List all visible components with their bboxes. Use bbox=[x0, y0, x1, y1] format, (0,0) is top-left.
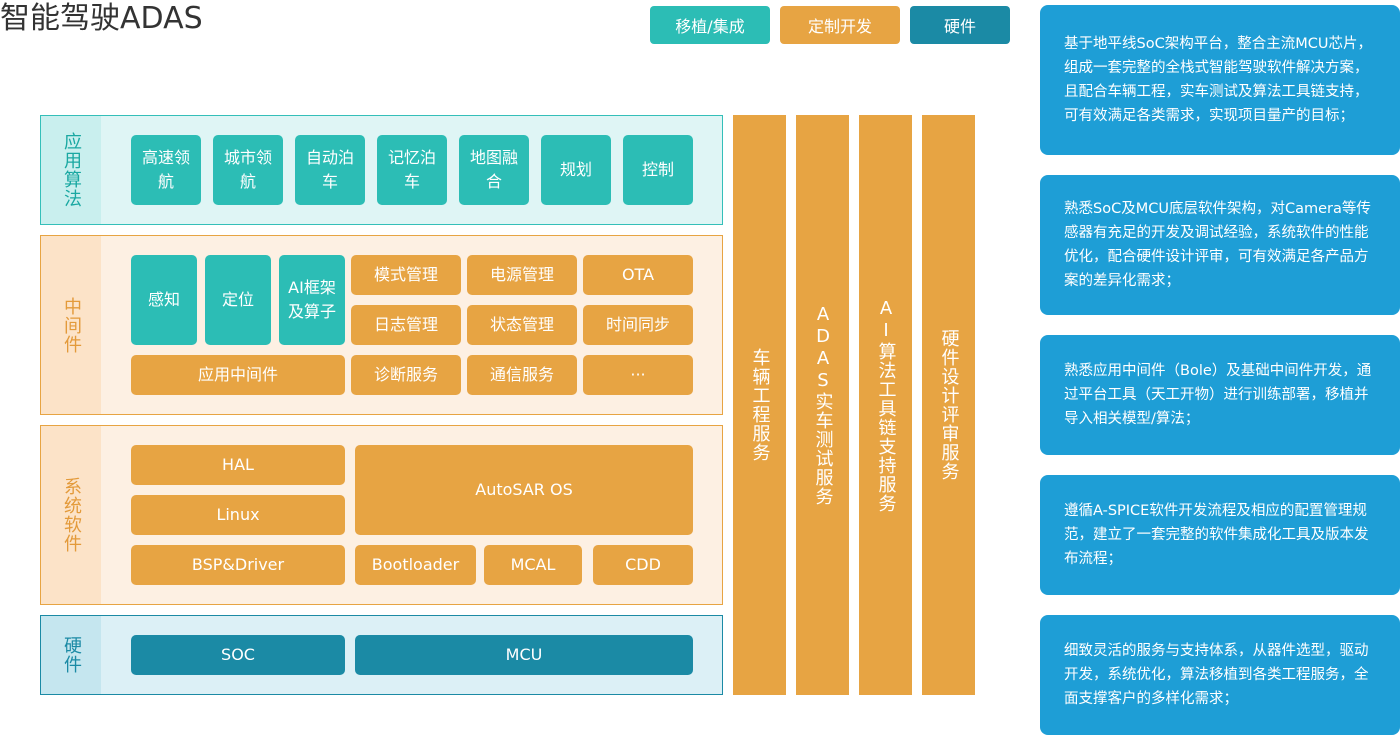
description-card-3: 熟悉应用中间件（Bole）及基础中间件开发，通过平台工具（天工开物）进行训练部署… bbox=[1040, 335, 1400, 455]
sys-linux: Linux bbox=[131, 495, 345, 535]
system-layer-label: 系统软件 bbox=[41, 426, 101, 604]
mw-log-management: 日志管理 bbox=[351, 305, 461, 345]
mw-communication-service: 通信服务 bbox=[467, 355, 577, 395]
sys-bsp-driver: BSP&Driver bbox=[131, 545, 345, 585]
hardware-layer-label: 硬件 bbox=[41, 616, 101, 694]
mw-more: ··· bbox=[583, 355, 693, 395]
service-hardware-design-review: 硬件设计评审服务 bbox=[922, 115, 975, 695]
legend-integration: 移植/集成 bbox=[650, 6, 770, 44]
service-ai-toolchain-support: AI算法工具链支持服务 bbox=[859, 115, 912, 695]
mw-diagnostic-service: 诊断服务 bbox=[351, 355, 461, 395]
legend-hardware: 硬件 bbox=[910, 6, 1010, 44]
sys-bootloader: Bootloader bbox=[355, 545, 476, 585]
sys-cdd: CDD bbox=[593, 545, 693, 585]
app-control: 控制 bbox=[623, 135, 693, 205]
page-title: 智能驾驶ADAS bbox=[0, 1, 203, 36]
mw-power-management: 电源管理 bbox=[467, 255, 577, 295]
hw-mcu: MCU bbox=[355, 635, 693, 675]
sys-hal: HAL bbox=[131, 445, 345, 485]
mw-time-sync: 时间同步 bbox=[583, 305, 693, 345]
description-card-5: 细致灵活的服务与支持体系，从器件选型，驱动开发，系统优化，算法移植到各类工程服务… bbox=[1040, 615, 1400, 735]
middleware-layer-label: 中间件 bbox=[41, 236, 101, 414]
app-planning: 规划 bbox=[541, 135, 611, 205]
description-card-4: 遵循A-SPICE软件开发流程及相应的配置管理规范，建立了一套完整的软件集成化工… bbox=[1040, 475, 1400, 595]
app-auto-parking: 自动泊车 bbox=[295, 135, 365, 205]
description-card-2: 熟悉SoC及MCU底层软件架构，对Camera等传感器有充足的开发及调试经验，系… bbox=[1040, 175, 1400, 315]
mw-mode-management: 模式管理 bbox=[351, 255, 461, 295]
service-vehicle-engineering: 车辆工程服务 bbox=[733, 115, 786, 695]
app-map-fusion: 地图融合 bbox=[459, 135, 529, 205]
mw-ai-framework: AI框架及算子 bbox=[279, 255, 345, 345]
mw-perception: 感知 bbox=[131, 255, 197, 345]
legend-custom-dev: 定制开发 bbox=[780, 6, 900, 44]
app-layer-label: 应用算法 bbox=[41, 116, 101, 224]
mw-ota: OTA bbox=[583, 255, 693, 295]
app-highway-pilot: 高速领航 bbox=[131, 135, 201, 205]
app-urban-pilot: 城市领航 bbox=[213, 135, 283, 205]
sys-mcal: MCAL bbox=[484, 545, 582, 585]
description-card-1: 基于地平线SoC架构平台，整合主流MCU芯片，组成一套完整的全栈式智能驾驶软件解… bbox=[1040, 5, 1400, 155]
mw-state-management: 状态管理 bbox=[467, 305, 577, 345]
app-memory-parking: 记忆泊车 bbox=[377, 135, 447, 205]
hw-soc: SOC bbox=[131, 635, 345, 675]
mw-localization: 定位 bbox=[205, 255, 271, 345]
sys-autosar-os: AutoSAR OS bbox=[355, 445, 693, 535]
mw-app-middleware: 应用中间件 bbox=[131, 355, 345, 395]
service-adas-road-testing: ADAS实车测试服务 bbox=[796, 115, 849, 695]
